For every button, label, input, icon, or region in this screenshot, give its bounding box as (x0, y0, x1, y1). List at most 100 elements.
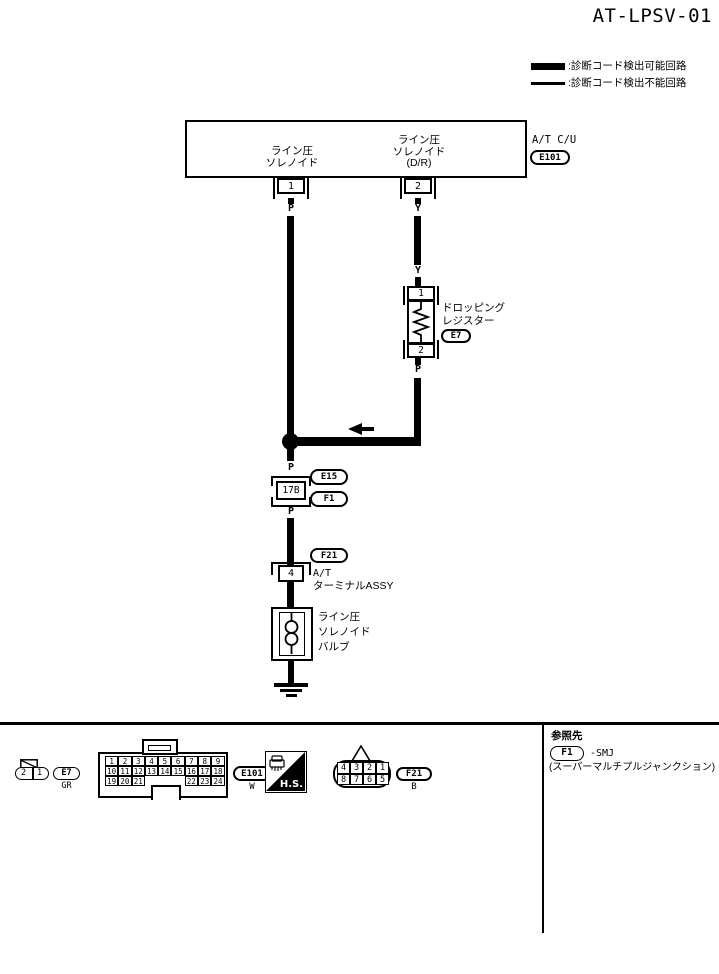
inline-connector-oval-e15: E15 (310, 469, 348, 485)
valve-name-line1: ライン圧 (318, 611, 360, 623)
cu-right-label-line1: ライン圧 (398, 134, 440, 146)
resistor-pin1-bracket (403, 286, 439, 305)
inline-connector-top-bracket (271, 476, 311, 486)
cu-name: A/T C/U (532, 134, 577, 146)
e101-pin-blank (171, 776, 184, 786)
e101-pin: 5 (158, 756, 172, 766)
e101-pin: 12 (131, 766, 145, 776)
terminal-assy-connector-oval: F21 (310, 548, 348, 563)
e101-bottom-notch (151, 785, 181, 800)
cu-pin2: 2 (404, 178, 432, 194)
legend-thin-line (531, 82, 565, 85)
inline-connector-pin: 17B (276, 481, 306, 500)
f21-view-oval: F21 (396, 767, 432, 781)
e101-pin: 7 (184, 756, 199, 766)
wire-to-terminal-assy (287, 518, 294, 565)
f21-pin-grid: 4 3 2 1 8 7 6 5 (337, 762, 389, 785)
e101-pin: 20 (118, 776, 132, 786)
valve-name-line3: バルブ (318, 641, 350, 653)
wire-to-valve (287, 582, 294, 608)
f21-pin: 6 (363, 773, 376, 785)
e101-pin: 10 (105, 766, 119, 776)
f21-pin: 7 (350, 773, 363, 785)
e7-wire-color: GR (61, 781, 72, 791)
cu-connector-oval: E101 (530, 150, 570, 165)
cu-pin1-bracket (273, 178, 309, 199)
hs-label: H.S. (279, 779, 303, 790)
hs-mark: H.S. (265, 751, 307, 793)
e101-pin: 16 (184, 766, 199, 776)
cu-right-terminal-label: ライン圧 ソレノイド (D/R) (379, 134, 459, 170)
hs-hand-icon (269, 755, 285, 771)
e101-wire-color: W (249, 782, 255, 792)
wire-color-resistor-out: P (414, 364, 422, 375)
legend-thick-line (531, 63, 565, 70)
terminal-assy-line1: A/T (313, 568, 332, 579)
terminal-assy-line2: ターミナルASSY (313, 580, 394, 592)
resistor-pin-top: 1 (407, 286, 435, 301)
e7-cell-divider (32, 768, 34, 779)
cu-pin2-bracket (400, 178, 436, 199)
resistor-connector-oval: E7 (441, 329, 471, 343)
wire-left-trunk (287, 216, 294, 435)
resistor-name-line2: レジスター (442, 315, 495, 327)
wire-to-ground (288, 660, 294, 684)
reference-connector-oval: F1 (550, 746, 584, 761)
e101-pin: 17 (198, 766, 212, 776)
page-title: AT-LPSV-01 (592, 5, 712, 27)
wire-color-right-top: Y (414, 203, 422, 214)
inline-connector-bottom-bracket (271, 497, 311, 507)
arrow-left-icon (348, 423, 374, 435)
wire-color-left: P (287, 203, 295, 214)
cu-right-label-line2: ソレノイド (392, 145, 446, 158)
cu-pin1: 1 (277, 178, 305, 194)
junction-dot (282, 433, 299, 450)
wire-jumper (290, 437, 421, 446)
f21-pin: 3 (350, 762, 363, 774)
reference-divider (542, 722, 544, 933)
e101-pin: 13 (144, 766, 159, 776)
wire-stub-junction-out (287, 449, 294, 461)
wire-stub-pin2 (415, 198, 421, 204)
f21-pin: 2 (363, 762, 376, 774)
section-rule (0, 722, 719, 725)
e101-pin-blank (158, 776, 171, 786)
reference-note: (スーパーマルチプルジャンクション) (549, 762, 716, 773)
e7-cell-2: 2 (20, 768, 27, 778)
control-unit-box (185, 120, 527, 178)
resistor-pin2-bracket (403, 340, 439, 359)
cu-left-terminal-label: ライン圧 ソレノイド (252, 145, 332, 169)
reference-heading: 参照先 (551, 730, 583, 742)
inline-connector-oval-f1: F1 (310, 491, 348, 507)
e101-pin: 8 (198, 756, 212, 766)
f21-pin: 1 (376, 762, 389, 774)
e101-latch-tab-inner (148, 745, 171, 751)
e101-pin: 23 (198, 776, 212, 786)
f21-wire-color: B (411, 782, 417, 792)
wire-color-resistor-in: Y (414, 265, 422, 276)
terminal-assy-pin-bracket (271, 562, 311, 575)
e7-view-oval: E7 (53, 767, 80, 780)
e101-pin: 21 (131, 776, 145, 786)
e101-pin: 19 (105, 776, 119, 786)
e101-pin: 1 (105, 756, 119, 766)
legend-thin-label: :診断コード検出不能回路 (568, 77, 687, 89)
e101-pin: 3 (131, 756, 145, 766)
resistor-name-line1: ドロッピング (442, 302, 505, 314)
e101-pin-grid: 1 2 3 4 5 6 7 8 9 10 11 12 13 14 15 16 1… (105, 756, 225, 786)
e101-pin-blank (145, 776, 158, 786)
wire-color-junction-out: P (287, 462, 295, 473)
f21-pin: 5 (376, 773, 389, 785)
e101-pin: 14 (158, 766, 172, 776)
e101-pin: 11 (118, 766, 132, 776)
valve-inner-box (279, 612, 305, 656)
hs-triangle (266, 752, 305, 791)
wire-right-upper (414, 216, 421, 265)
e101-pin: 24 (211, 776, 225, 786)
valve-name-line2: ソレノイド (318, 626, 371, 638)
wire-stub-resistor-in (415, 277, 421, 287)
cu-right-label-line3: (D/R) (406, 157, 432, 169)
e7-cell-1: 1 (36, 768, 43, 778)
e101-pin: 15 (171, 766, 185, 776)
